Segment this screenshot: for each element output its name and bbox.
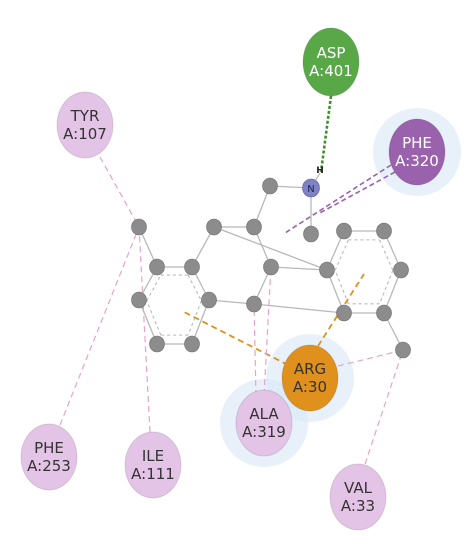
residue-disc (388, 118, 446, 186)
nitrogen-label: N (307, 184, 314, 195)
hydrogen-label: H (316, 166, 324, 176)
carbon-atom (149, 335, 165, 353)
interaction-hydrogen-bond-asp401 (319, 95, 333, 173)
carbon-atom (336, 304, 352, 322)
residue-number: A:320 (395, 152, 439, 170)
residue-disc (302, 27, 360, 97)
carbon-atom (263, 258, 279, 276)
residue-name: PHE (34, 439, 64, 457)
aromatic-bond (379, 239, 394, 271)
residue-disc (281, 344, 339, 412)
carbon-atom (319, 261, 335, 279)
residue-name: ILE (142, 447, 164, 465)
residue-name: ALA (249, 405, 279, 423)
residue-disc (124, 431, 182, 499)
interaction-lines (59, 95, 404, 465)
carbon-atom (393, 261, 409, 279)
residue-name: ARG (294, 360, 326, 378)
residue-number: A:111 (131, 465, 175, 483)
residue-name: ASP (317, 44, 346, 62)
interaction-pi-alkyl-val33 (337, 349, 404, 367)
carbon-atom (131, 218, 147, 236)
carbon-atom (336, 222, 352, 240)
aromatic-bond (146, 274, 162, 302)
residue-name: VAL (344, 479, 373, 497)
carbon-atom (184, 335, 200, 353)
interaction-pi-alkyl-phe253 (59, 226, 140, 426)
residue-disc (329, 463, 387, 531)
aromatic-bond (187, 274, 202, 302)
aromatic-bond (146, 300, 162, 336)
residue-number: A:107 (63, 125, 107, 143)
carbon-atom (131, 291, 147, 309)
aromatic-bond (379, 270, 394, 305)
residue-name: PHE (402, 134, 432, 152)
carbon-atom (262, 177, 278, 195)
carbon-atom (376, 222, 392, 240)
residue-number: A:401 (309, 62, 353, 80)
aromatic-bond (334, 270, 349, 305)
interaction-pi-alkyl-ile111 (138, 226, 151, 433)
ligand-atoms: NH (131, 166, 411, 359)
interaction-pi-pi-phe320 (284, 164, 392, 234)
ligand-bond (213, 226, 328, 271)
ligand-bond (270, 266, 328, 271)
residue-number: A:33 (341, 497, 375, 515)
carbon-atom (246, 218, 262, 236)
carbon-atom (184, 258, 200, 276)
carbon-atom (303, 225, 319, 243)
carbon-atom (206, 218, 222, 236)
carbon-atom (149, 258, 165, 276)
carbon-atom (201, 291, 217, 309)
interaction-pi-alkyl-ala319 (253, 303, 257, 397)
aromatic-bond (334, 239, 349, 271)
interaction-pi-alkyl-tyr107 (99, 156, 140, 228)
interaction-pi-alkyl-ala319 (263, 266, 272, 396)
residue-disc (235, 389, 293, 457)
residue-disc (56, 91, 114, 159)
carbon-atom (395, 341, 411, 359)
ligand-bond (253, 303, 345, 314)
carbon-atom (376, 304, 392, 322)
carbon-atom (246, 295, 262, 313)
residue-number: A:30 (293, 378, 327, 396)
residue-disc (20, 423, 78, 491)
interaction-pi-alkyl-val33 (364, 349, 404, 465)
interaction-pi-pi-phe320 (317, 171, 396, 215)
nitrogen-atom (302, 178, 320, 198)
residue-name: TYR (70, 107, 100, 125)
residue-number: A:253 (27, 457, 71, 475)
residue-number: A:319 (242, 423, 286, 441)
